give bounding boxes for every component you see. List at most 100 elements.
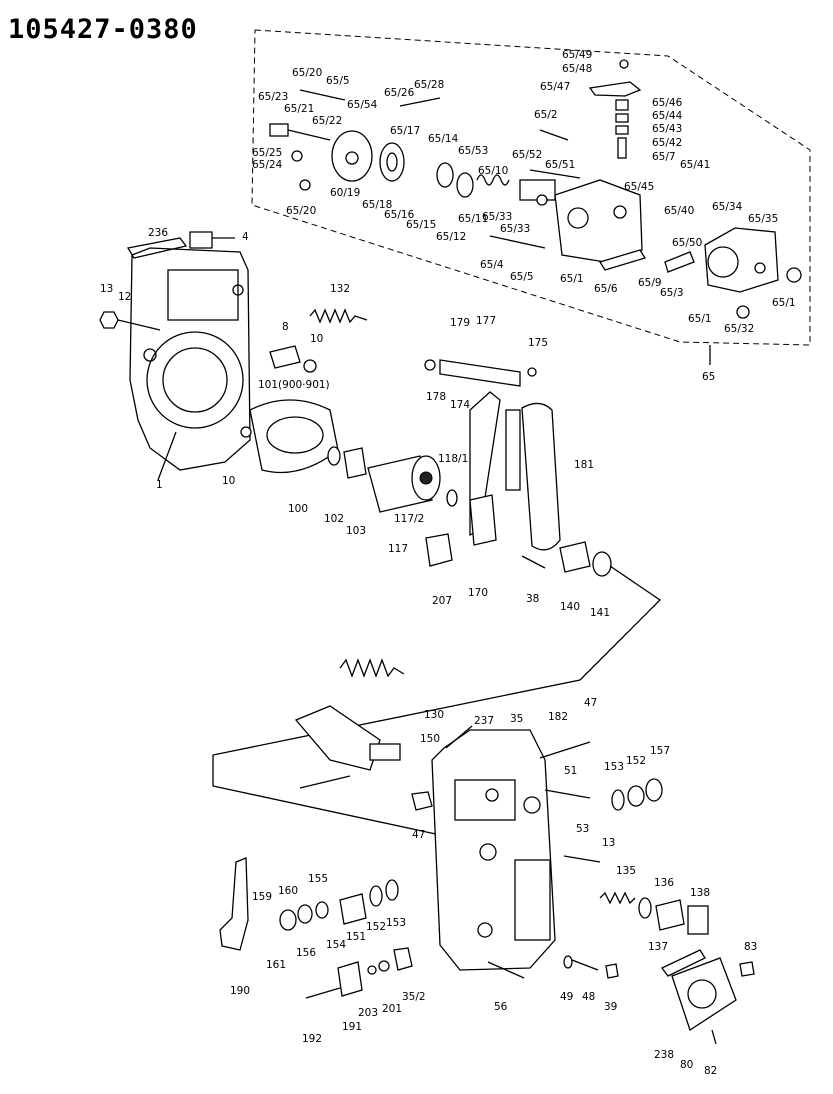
callout-label-65-15: 65/15 (406, 219, 436, 231)
callout-label-159: 159 (252, 891, 272, 903)
callout-label-65-51: 65/51 (545, 159, 575, 171)
callout-label-65-47: 65/47 (540, 81, 570, 93)
callout-label-80: 80 (680, 1059, 693, 1071)
callout-label-155: 155 (308, 873, 328, 885)
callout-label-141: 141 (590, 607, 610, 619)
callout-label-65-50: 65/50 (672, 237, 702, 249)
callout-label-38: 38 (526, 593, 539, 605)
sleeve-part-103 (343, 447, 367, 479)
callout-label-47: 47 (412, 829, 425, 841)
callout-label-170: 170 (468, 587, 488, 599)
callout-label-65-20: 65/20 (292, 67, 322, 79)
callout-label-135: 135 (616, 865, 636, 877)
callout-label-35: 35 (510, 713, 523, 725)
callout-label-65-48: 65/48 (562, 63, 592, 75)
callout-label-103: 103 (346, 525, 366, 537)
callout-label-65: 65 (702, 371, 715, 383)
callout-label-65-21: 65/21 (284, 103, 314, 115)
callout-label-56: 56 (494, 1001, 508, 1013)
callout-label-179: 179 (450, 317, 470, 329)
callout-label-65-1: 65/1 (560, 273, 584, 285)
plate-part-191 (337, 961, 363, 997)
callout-label-203: 203 (358, 1007, 378, 1019)
governor-cover-part-35 (431, 725, 556, 971)
callout-label-65-41: 65/41 (680, 159, 710, 171)
adjusting-screw-part-135 (599, 891, 709, 935)
callout-label-161: 161 (266, 959, 286, 971)
cover-part-80 (661, 949, 755, 1045)
callout-label-65-52: 65/52 (512, 149, 542, 161)
callout-label-12: 12 (118, 291, 131, 303)
callout-label-65-46: 65/46 (652, 97, 683, 109)
callout-label-65-49: 65/49 (562, 49, 592, 61)
callout-label-4: 4 (242, 231, 249, 243)
callout-label-140: 140 (560, 601, 580, 613)
callout-label-118-1: 118/1 (438, 453, 468, 465)
callout-label-65-5: 65/5 (326, 75, 350, 87)
callout-label-153: 153 (604, 761, 624, 773)
callout-label-65-33: 65/33 (500, 223, 530, 235)
callout-label-65-5: 65/5 (510, 271, 534, 283)
stop-assembly-part-154-161 (279, 879, 399, 931)
callout-label-65-42: 65/42 (652, 137, 682, 149)
callout-label-178: 178 (426, 391, 446, 403)
callout-label-65-26: 65/26 (384, 87, 415, 99)
callout-label-100: 100 (288, 503, 308, 515)
callout-label-65-34: 65/34 (712, 201, 743, 213)
callout-label-175: 175 (528, 337, 548, 349)
callout-label-174: 174 (450, 399, 470, 411)
callout-label-65-1: 65/1 (772, 297, 796, 309)
callout-label-51: 51 (564, 765, 577, 777)
callout-label-130: 130 (424, 709, 444, 721)
callout-label-65-44: 65/44 (652, 110, 683, 122)
callout-label-117-2: 117/2 (394, 513, 424, 525)
callout-label-13: 13 (100, 283, 113, 295)
bolt-part-51 (544, 789, 591, 799)
callout-label-65-10: 65/10 (478, 165, 508, 177)
callout-label-152: 152 (626, 755, 646, 767)
callout-label-83: 83 (744, 941, 757, 953)
callout-label-65-40: 65/40 (664, 205, 694, 217)
callout-label-65-43: 65/43 (652, 123, 682, 135)
callout-label-48: 48 (582, 991, 595, 1003)
washer-part-49 (563, 955, 573, 969)
bracket-part-8 (269, 345, 317, 373)
callout-label-65-6: 65/6 (594, 283, 618, 295)
lever-part-150 (294, 705, 401, 789)
callout-label-192: 192 (302, 1033, 322, 1045)
callout-label-65-12: 65/12 (436, 231, 466, 243)
callout-label-65-14: 65/14 (428, 133, 459, 145)
callout-label-65-28: 65/28 (414, 79, 444, 91)
callout-label-13: 13 (602, 837, 615, 849)
washer-part-153 (611, 789, 625, 811)
callout-label-136: 136 (654, 877, 674, 889)
washer-part-203 (367, 965, 377, 975)
callout-label-236: 236 (148, 227, 168, 239)
washer-part-201 (378, 960, 390, 972)
callout-label-102: 102 (324, 513, 344, 525)
callout-label-65-4: 65/4 (480, 259, 504, 271)
callout-label-8: 8 (282, 321, 289, 333)
callout-label-152: 152 (366, 921, 386, 933)
callout-label-10: 10 (310, 333, 323, 345)
callout-label-151: 151 (346, 931, 366, 943)
spring-part-130 (339, 658, 405, 678)
flyweight-holder-part-100 (240, 399, 339, 474)
plug-part-157 (645, 778, 663, 802)
nut-part-35-2 (393, 947, 413, 971)
callout-label-65-1: 65/1 (688, 313, 712, 325)
callout-label-177: 177 (476, 315, 496, 327)
washer-part-141 (592, 551, 612, 577)
bolt-part-56 (487, 961, 525, 979)
sleeve-assembly-part-117 (367, 455, 458, 513)
callout-label-35-2: 35/2 (402, 991, 426, 1003)
callout-label-1: 1 (156, 479, 163, 491)
callout-label-47: 47 (584, 697, 597, 709)
callout-label-237: 237 (474, 715, 494, 727)
callout-label-181: 181 (574, 459, 594, 471)
callout-label-65-16: 65/16 (384, 209, 415, 221)
callout-label-53: 53 (576, 823, 589, 835)
callout-label-65-23: 65/23 (258, 91, 288, 103)
bolt-part-48 (571, 959, 599, 971)
